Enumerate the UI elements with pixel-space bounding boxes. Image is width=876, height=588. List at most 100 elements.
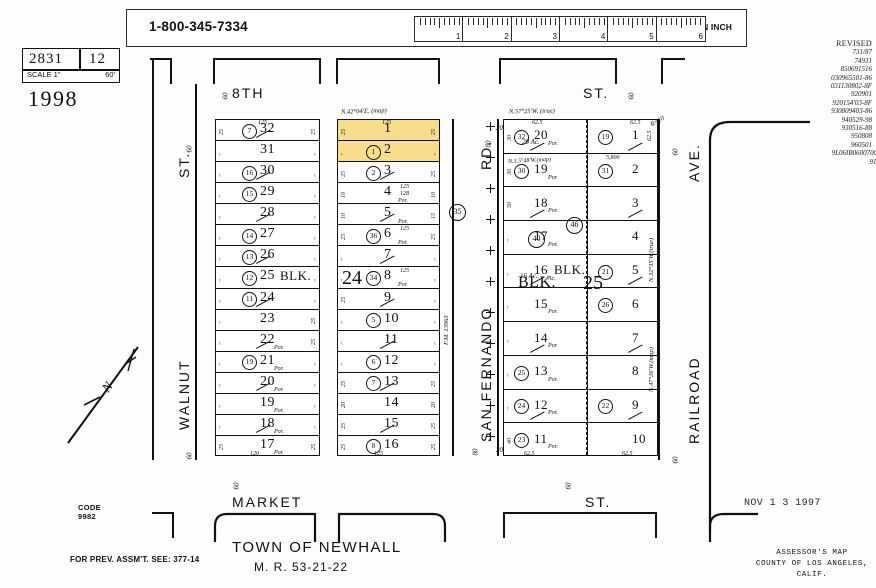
edge-dimension-right: 15	[431, 212, 437, 219]
ruler-tick	[637, 18, 639, 25]
edge-dimension-right: "	[314, 153, 321, 156]
edge-dimension-right: "	[314, 237, 321, 240]
edge-dimension-right: 62.5	[646, 130, 653, 141]
street-label-walnut: WALNUT	[176, 359, 192, 430]
por-annotation: Por.	[274, 450, 284, 457]
lot-row[interactable]: 23"25	[216, 310, 319, 331]
sanfernando-dim-bl: 20	[496, 446, 503, 454]
edge-dimension-left: "	[219, 405, 225, 409]
revised-entry: 731/87	[852, 48, 872, 57]
edge-dimension-right: "	[434, 300, 441, 304]
street-label-market-suffix: ST.	[585, 494, 612, 510]
lot-row[interactable]: 4	[588, 221, 659, 255]
walnut-width-bottom: 60	[185, 452, 194, 460]
edge-dimension-left: 25	[341, 297, 347, 304]
top-banner: 1-800-345-7334 SCALE IN 1/10 OF AN INCH …	[126, 9, 747, 47]
lot-number: 12	[534, 396, 548, 412]
lot-number: 27	[260, 226, 275, 242]
bottom-dimension: 120	[250, 451, 259, 457]
revised-heading: REVISED	[836, 39, 872, 48]
edge-dimension-left: 25	[219, 128, 225, 135]
code-block: CODE 9982	[78, 503, 101, 521]
parcel-number-circle: 24	[514, 399, 529, 415]
edge-dimension-left: "	[507, 374, 513, 377]
edge-dimension-right: "	[434, 279, 441, 282]
ruler-tick	[521, 18, 523, 25]
ruler-tick	[448, 18, 450, 25]
lot-number: 21	[260, 352, 275, 368]
phone-number: 1-800-345-7334	[149, 19, 248, 34]
lot-row[interactable]: 11""	[338, 331, 440, 352]
edge-dimension-left: "	[219, 279, 225, 282]
ruler-tick	[535, 18, 537, 28]
lot-number: 6	[384, 226, 392, 242]
por-annotation: Por.	[398, 281, 408, 288]
lot-row[interactable]: 31""	[216, 141, 321, 163]
interior-dimension: 125	[400, 268, 409, 275]
lot-row[interactable]: 7""	[338, 246, 440, 268]
lot-row[interactable]: 7	[588, 322, 659, 356]
lot-row[interactable]: 8	[588, 356, 659, 390]
ruler-tick	[675, 18, 677, 25]
lot-number: 23	[260, 310, 275, 326]
parcel-number-circle: 19	[242, 355, 257, 371]
por-annotation: Por.	[548, 208, 558, 215]
edge-dimension-left: "	[219, 195, 225, 198]
lot-row[interactable]: 3	[588, 187, 659, 222]
ruler-tick	[555, 18, 557, 25]
ruler-tick	[516, 18, 518, 25]
edge-dimension-left: 25	[341, 444, 347, 451]
lot-number: 7	[632, 329, 639, 345]
edge-dimension-right: "	[314, 426, 321, 430]
street-width-8th: 60	[221, 92, 230, 100]
street-label-8th-suffix: ST.	[583, 85, 610, 101]
dimension-tick	[490, 184, 492, 193]
lot-row[interactable]: 28""	[216, 204, 320, 226]
